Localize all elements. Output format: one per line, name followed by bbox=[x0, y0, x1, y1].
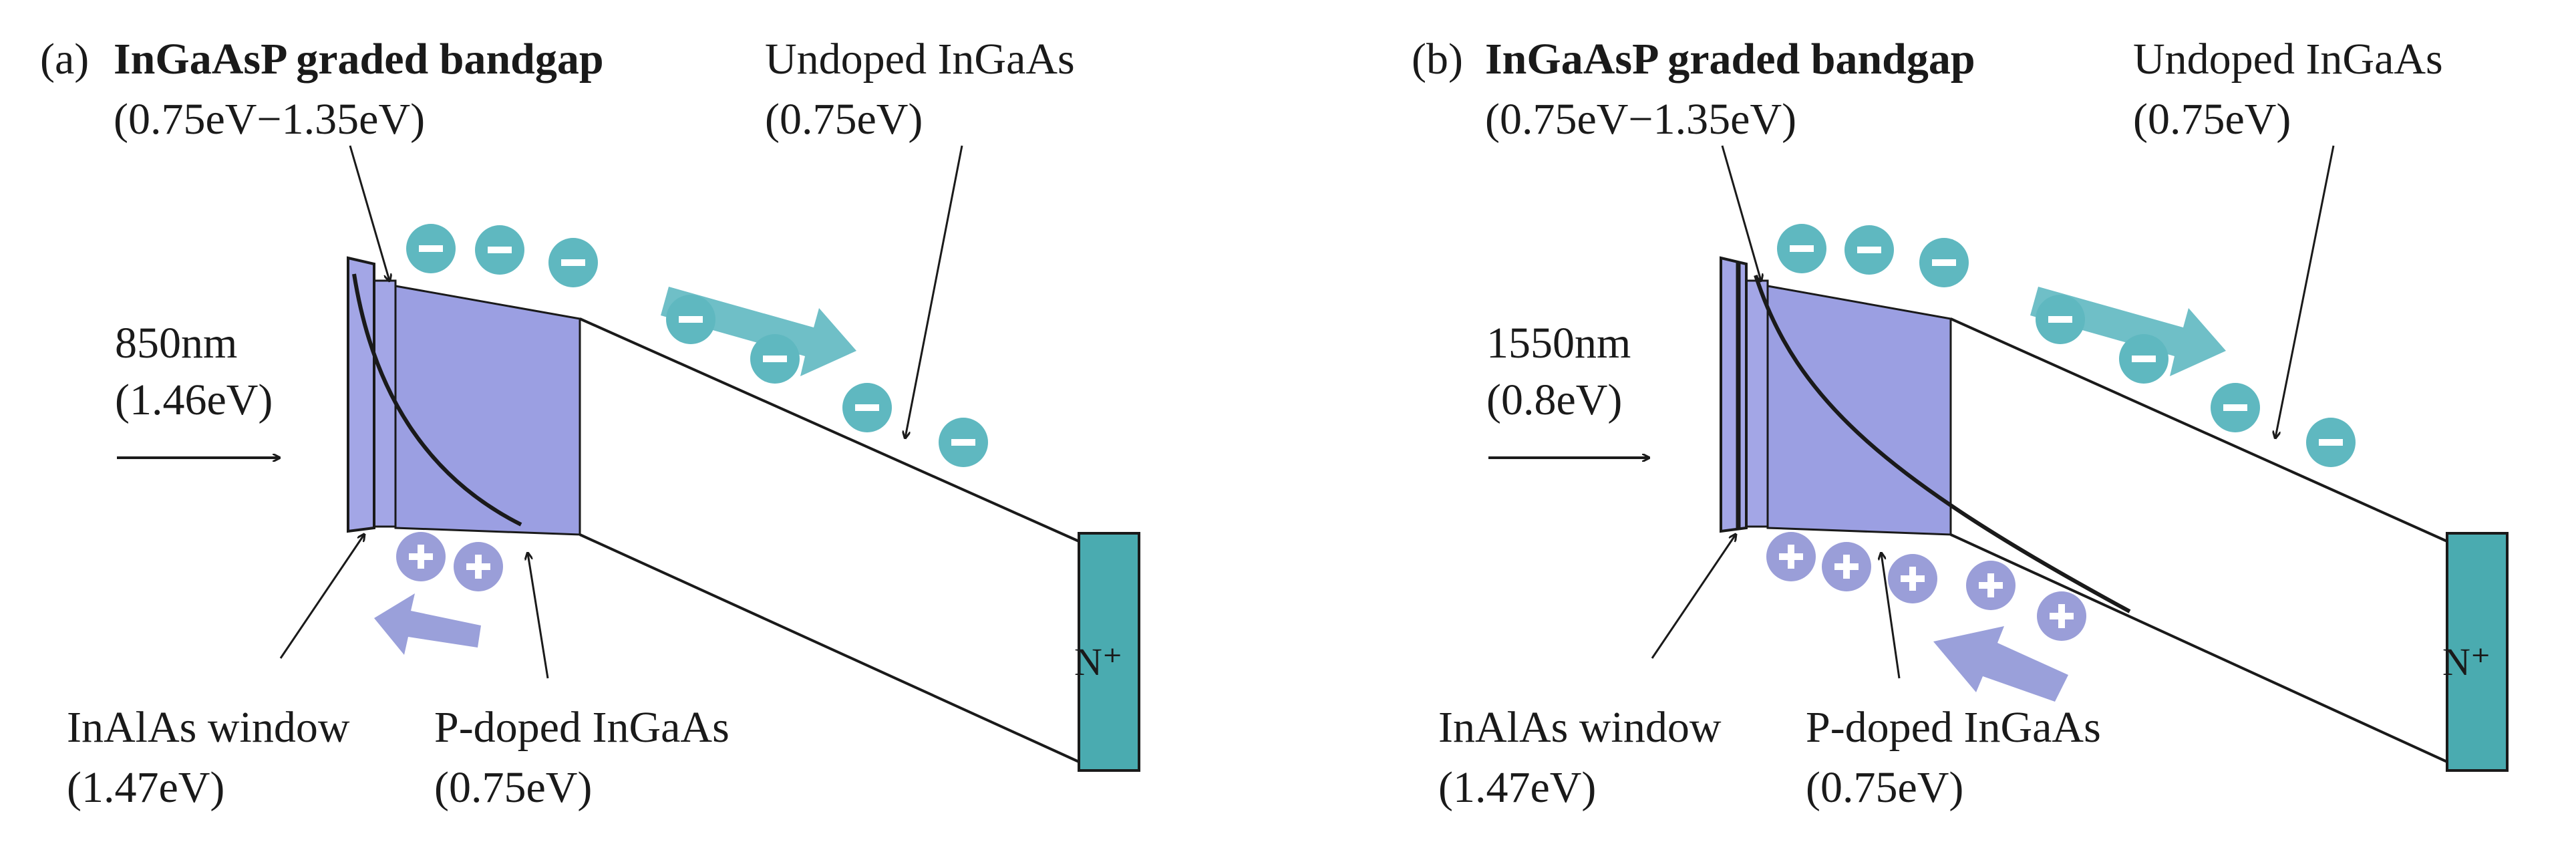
carrier-curve bbox=[1754, 275, 2131, 613]
window-bandgap: (1.47eV) bbox=[67, 763, 224, 812]
graded-bandgap-range: (0.75eV−1.35eV) bbox=[1485, 95, 1796, 144]
undoped-bandgap: (0.75eV) bbox=[2133, 95, 2291, 144]
hole-drift-arrow bbox=[1933, 626, 2068, 702]
pdoped-bandgap: (0.75eV) bbox=[434, 763, 592, 812]
electron bbox=[666, 295, 715, 344]
p-doped-absorber-region bbox=[1766, 285, 1952, 536]
undoped-label: Undoped InGaAs bbox=[765, 35, 1075, 84]
valence-band-edge bbox=[579, 533, 1080, 763]
inalas-window-layer bbox=[1720, 256, 1748, 533]
electron bbox=[2211, 383, 2260, 432]
pdoped-bandgap: (0.75eV) bbox=[1806, 763, 1963, 812]
electron bbox=[406, 224, 456, 273]
graded-bandgap-range: (0.75eV−1.35eV) bbox=[114, 95, 425, 144]
graded-bandgap-layer bbox=[373, 279, 397, 528]
conduction-band-edge bbox=[1950, 317, 2448, 543]
band-diagram-a: N⁺ (a) InGaAsP graded bandgap (0.75eV−1.… bbox=[40, 35, 1140, 812]
p-doped-absorber-region bbox=[394, 285, 581, 536]
n-plus-label: N⁺ bbox=[1074, 640, 1123, 684]
panel-label: (a) bbox=[40, 35, 89, 84]
hole bbox=[1888, 554, 1937, 603]
valence-band-edge bbox=[1950, 533, 2448, 763]
electron bbox=[2119, 334, 2168, 384]
window-leader bbox=[1651, 535, 1736, 659]
undoped-label: Undoped InGaAs bbox=[2133, 35, 2443, 84]
electron bbox=[2036, 295, 2085, 344]
window-bandgap: (1.47eV) bbox=[1438, 763, 1596, 812]
undoped-leader bbox=[2275, 145, 2335, 438]
electron bbox=[2306, 418, 2356, 467]
hole bbox=[2037, 591, 2086, 641]
panel-a: N⁺ (a) InGaAsP graded bandgap (0.75eV−1.… bbox=[40, 35, 1140, 812]
conduction-band-edge bbox=[579, 317, 1080, 543]
electron bbox=[1777, 224, 1826, 273]
panel-b: N⁺ (b) InGaAsP graded bandgap (0.75eV−1.… bbox=[1288, 0, 2576, 846]
photon-energy: (0.8eV) bbox=[1486, 376, 1622, 424]
electron bbox=[939, 418, 988, 467]
hole bbox=[1966, 561, 2016, 610]
wavelength-label: 850nm bbox=[115, 319, 237, 368]
undoped-leader bbox=[905, 145, 963, 438]
band-diagram-b: N⁺ (b) InGaAsP graded bandgap (0.75eV−1.… bbox=[1412, 35, 2509, 812]
n-plus-contact bbox=[1078, 532, 1140, 772]
panel-label: (b) bbox=[1412, 35, 1463, 84]
electron bbox=[548, 238, 598, 287]
hole-drift-arrow bbox=[374, 593, 481, 655]
hole bbox=[454, 542, 503, 591]
pdoped-label: P-doped InGaAs bbox=[1806, 703, 2101, 752]
electron bbox=[475, 225, 524, 275]
graded-layer-leader bbox=[1721, 145, 1761, 281]
n-plus-contact bbox=[2446, 532, 2509, 772]
undoped-bandgap: (0.75eV) bbox=[765, 95, 923, 144]
electron bbox=[1844, 225, 1894, 275]
hole bbox=[1766, 532, 1816, 581]
inalas-window-layer bbox=[347, 256, 375, 533]
electron bbox=[842, 383, 892, 432]
window-label: InAlAs window bbox=[67, 703, 350, 752]
hole bbox=[396, 532, 446, 581]
n-plus-label: N⁺ bbox=[2442, 640, 2491, 684]
graded-bandgap-title: InGaAsP graded bandgap bbox=[114, 35, 604, 84]
graded-bandgap-layer bbox=[1745, 279, 1769, 528]
window-label: InAlAs window bbox=[1438, 703, 1722, 752]
pdoped-leader bbox=[1881, 553, 1901, 679]
carrier-curve bbox=[352, 273, 522, 527]
window-leader bbox=[279, 535, 364, 659]
pdoped-label: P-doped InGaAs bbox=[434, 703, 730, 752]
hole bbox=[1822, 542, 1871, 591]
graded-layer-leader bbox=[349, 145, 389, 281]
pdoped-leader bbox=[528, 553, 549, 679]
wavelength-label: 1550nm bbox=[1486, 319, 1631, 368]
photon-energy: (1.46eV) bbox=[115, 376, 273, 424]
electron bbox=[750, 334, 800, 384]
electron bbox=[1919, 238, 1969, 287]
graded-bandgap-title: InGaAsP graded bandgap bbox=[1485, 35, 1975, 84]
